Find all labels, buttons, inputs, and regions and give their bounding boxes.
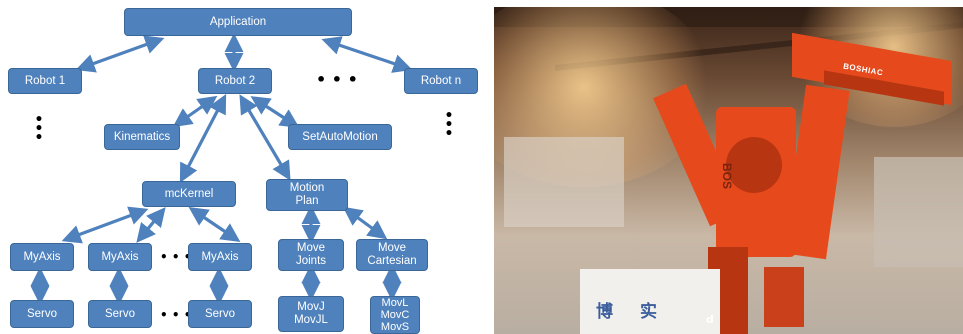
node-myaxis-1: MyAxis xyxy=(10,243,74,271)
ellipsis-vertical-right: • • • xyxy=(444,108,454,142)
base-label-small: d xyxy=(706,313,714,326)
arrow-robot2-kinematics xyxy=(172,95,218,128)
base-label-char-1: 博 xyxy=(596,302,613,322)
node-setautomotion: SetAutoMotion xyxy=(288,124,392,150)
arrow-mckernel-myaxis1 xyxy=(61,206,149,244)
arrow-mckernel-myaxis3 xyxy=(188,206,241,243)
ellipsis-vertical-left: • • • xyxy=(34,112,44,146)
arrow-motionplan-movecartesian xyxy=(342,206,388,240)
node-robot2: Robot 2 xyxy=(198,68,272,94)
background-machinery xyxy=(874,157,963,267)
node-application: Application xyxy=(124,8,352,36)
arrow-robot2-mckernel xyxy=(179,94,227,183)
node-move-joints: Move Joints xyxy=(278,239,344,271)
industrial-robot-photo: BOSHIAC BOS 博 实 d xyxy=(494,7,963,334)
robot-base-panel xyxy=(580,269,720,334)
robot-side-label: BOS xyxy=(720,162,735,190)
arrow-app-robot1 xyxy=(75,35,165,73)
node-move-cartesian: Move Cartesian xyxy=(356,239,428,271)
node-myaxis-2: MyAxis xyxy=(88,243,152,271)
base-label-char-2: 实 xyxy=(640,302,657,322)
node-myaxis-3: MyAxis xyxy=(188,243,252,271)
background-machinery xyxy=(504,137,624,227)
arrow-robot2-setautomotion xyxy=(250,96,300,128)
ellipsis-myaxis: • • • xyxy=(160,250,192,264)
node-movj-movjl: MovJ MovJL xyxy=(278,296,344,332)
node-motionplan: Motion Plan xyxy=(266,179,348,211)
node-kinematics: Kinematics xyxy=(104,124,180,150)
arrow-mckernel-myaxis2 xyxy=(136,207,166,243)
robot-side-cable-box xyxy=(764,267,804,327)
ellipsis-servo: • • • xyxy=(160,308,192,322)
node-servo-2: Servo xyxy=(88,300,152,328)
node-robot1: Robot 1 xyxy=(8,68,82,94)
robot-software-architecture-diagram: Application Robot 1 Robot 2 • • • Robot … xyxy=(8,8,478,334)
arrow-robot2-motionplan xyxy=(239,94,291,181)
connector-arrows xyxy=(30,33,413,305)
node-mckernel: mcKernel xyxy=(142,181,236,207)
node-movl-movc-movs: MovL MovC MovS xyxy=(370,296,420,334)
robot-joint xyxy=(726,137,782,193)
arrow-app-robotn xyxy=(321,36,413,73)
ellipsis-robots: • • • xyxy=(316,70,358,89)
node-robotn: Robot n xyxy=(404,68,478,94)
node-servo-3: Servo xyxy=(188,300,252,328)
node-servo-1: Servo xyxy=(10,300,74,328)
